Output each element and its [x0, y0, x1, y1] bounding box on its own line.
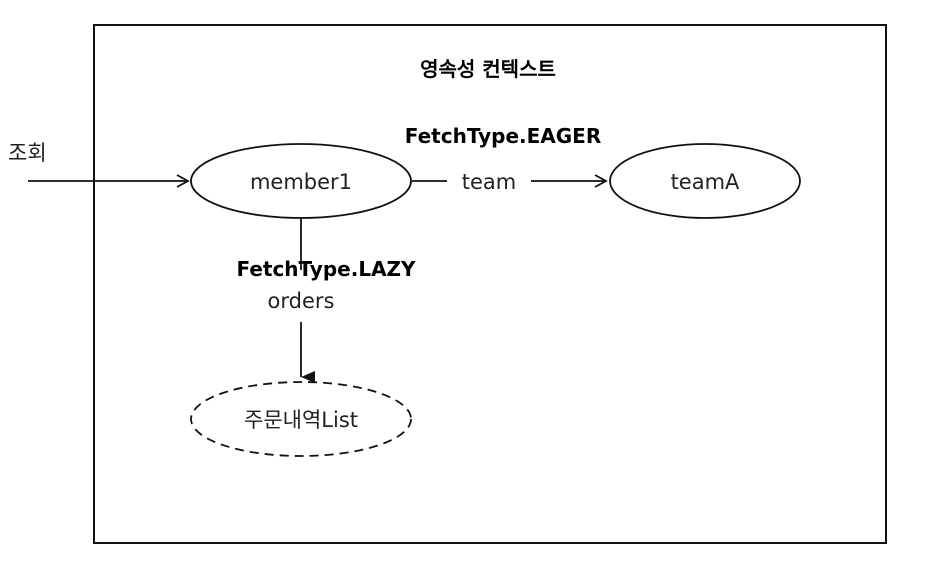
orders-fetch-type-label: FetchType.LAZY: [236, 257, 416, 281]
persistence-context-box: [93, 24, 887, 544]
orders-field-label: orders: [268, 289, 335, 313]
team-field-label: team: [462, 170, 516, 194]
team-node-label: teamA: [671, 170, 740, 194]
team-fetch-type-label: FetchType.EAGER: [405, 124, 601, 148]
context-title: 영속성 컨텍스트: [420, 57, 556, 81]
team-node: [609, 143, 801, 219]
orders-node: [190, 381, 412, 457]
orders-node-label: 주문내역List: [244, 408, 358, 432]
member-node-label: member1: [250, 170, 352, 194]
query-label: 조회: [8, 141, 47, 165]
